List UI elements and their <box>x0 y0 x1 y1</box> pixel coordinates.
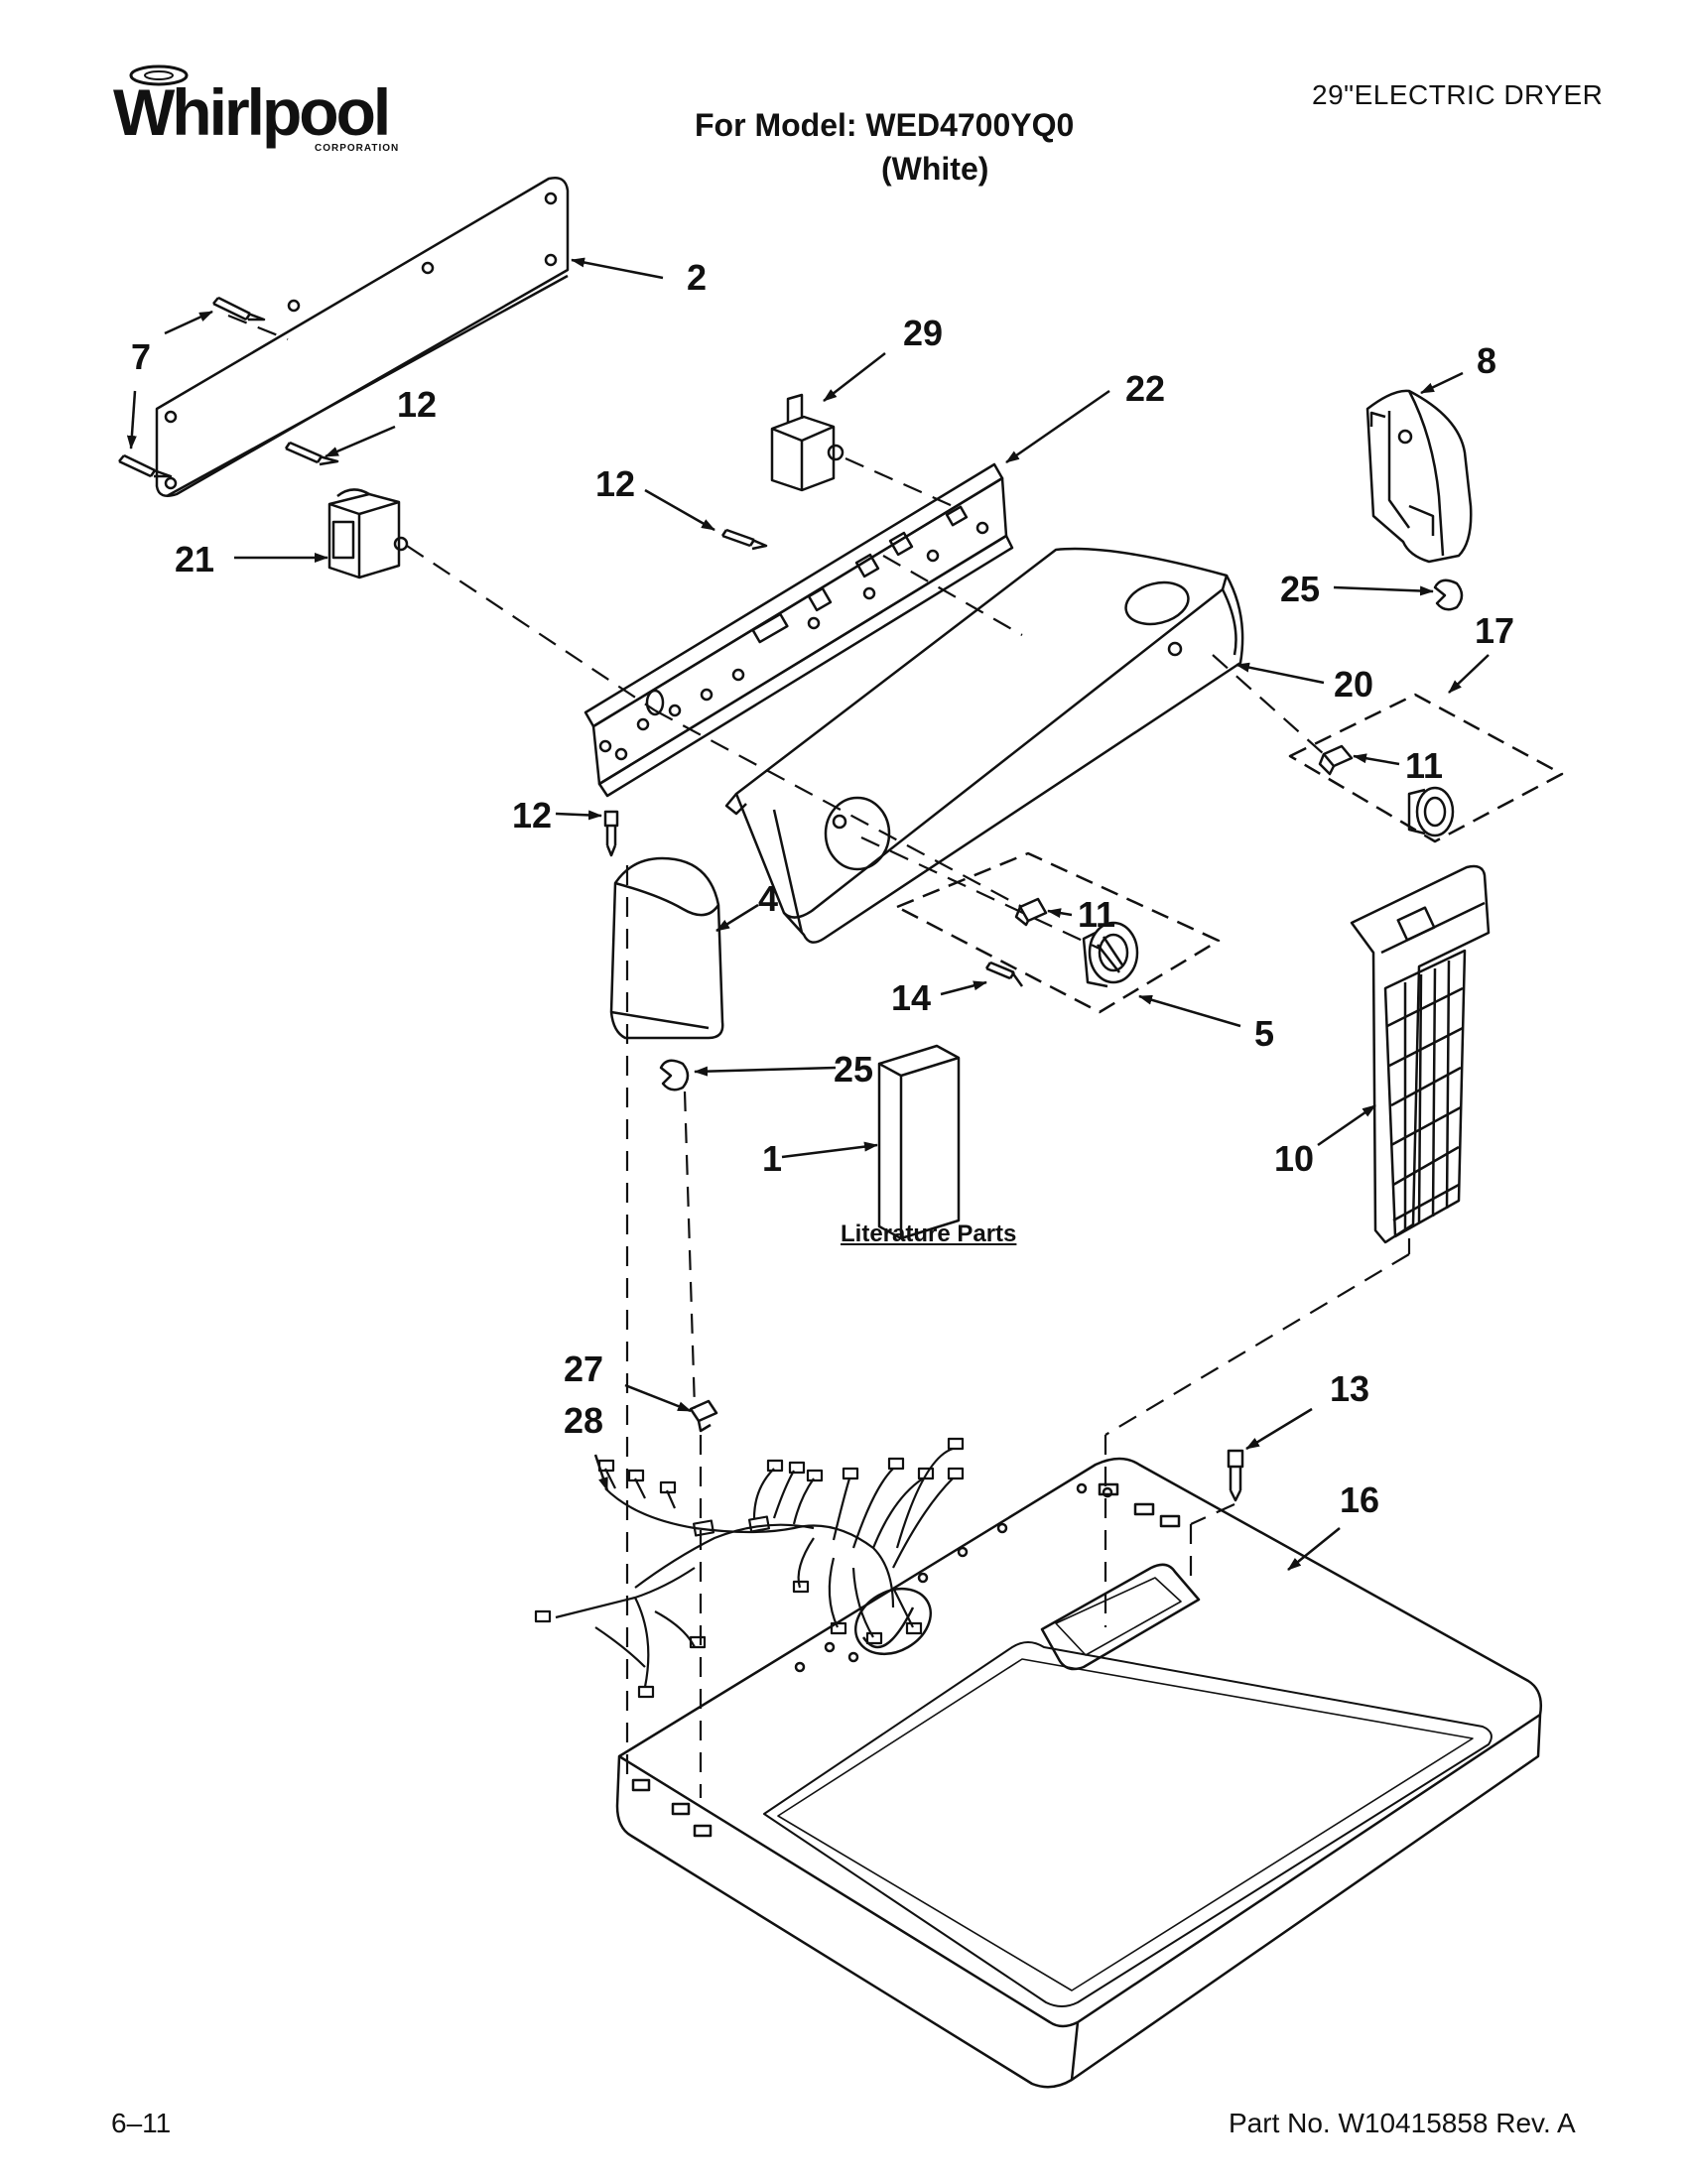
screw-12-left <box>603 810 619 857</box>
dryer-top-panel <box>615 1457 1542 2089</box>
callout-7: 7 <box>131 336 151 377</box>
callout-28: 28 <box>564 1400 603 1441</box>
screw-7-upper <box>212 296 266 321</box>
callout-8: 8 <box>1477 340 1496 381</box>
part-number: Part No. W10415858 Rev. A <box>1229 2108 1576 2138</box>
brand-name: Whirlpool <box>113 75 391 149</box>
console-bracket <box>584 462 1014 798</box>
callout-14: 14 <box>891 977 931 1018</box>
wire-harness <box>534 1437 965 1699</box>
brand-logo: Whirlpool CORPORATION <box>111 60 409 159</box>
brand-swirl-icon <box>129 64 189 86</box>
callout-11a: 11 <box>1405 745 1443 786</box>
knob-17 <box>1407 786 1455 837</box>
callout-25a: 25 <box>1280 569 1320 609</box>
callout-22: 22 <box>1125 368 1165 409</box>
console-panel <box>724 547 1244 944</box>
knob-spring-11-right <box>1318 744 1354 776</box>
callout-labels: 2 7 12 21 29 22 12 8 25 17 20 11 12 4 11… <box>131 257 1514 1520</box>
end-cap-right <box>1365 389 1473 564</box>
screw-12-middle <box>720 528 768 551</box>
callout-12b: 12 <box>595 463 635 504</box>
knob-kit-5-box <box>895 851 1221 1014</box>
screw-14 <box>984 961 1024 987</box>
end-cap-left <box>609 856 724 1040</box>
callout-12c: 12 <box>512 795 552 835</box>
screw-12-timer <box>284 441 339 466</box>
callout-11b: 11 <box>1078 894 1115 935</box>
harness-clip-27 <box>689 1399 718 1433</box>
callout-25b: 25 <box>834 1049 873 1090</box>
callout-1: 1 <box>762 1138 782 1179</box>
leader-lines <box>126 257 1490 1571</box>
callout-10: 10 <box>1274 1138 1314 1179</box>
screw-7-lower <box>118 453 173 478</box>
literature-booklet <box>877 1044 961 1240</box>
alignment-lines <box>227 314 1411 1798</box>
model-color: (White) <box>881 151 989 187</box>
callout-4: 4 <box>758 878 778 919</box>
callout-5: 5 <box>1254 1013 1274 1054</box>
knob-spring-11-left <box>1014 897 1048 927</box>
callout-27: 27 <box>564 1349 603 1389</box>
page-number: 6–11 <box>111 2108 172 2138</box>
push-switch <box>770 393 844 492</box>
callout-17: 17 <box>1475 610 1514 651</box>
callout-29: 29 <box>903 313 943 353</box>
callout-21: 21 <box>175 539 214 579</box>
screw-13 <box>1227 1449 1244 1502</box>
callout-12a: 12 <box>397 384 437 425</box>
timer <box>327 488 409 579</box>
callout-16: 16 <box>1340 1479 1379 1520</box>
knob-kit-17-box <box>1288 693 1564 843</box>
brand-subtitle: CORPORATION <box>315 143 400 154</box>
literature-caption: Literature Parts <box>841 1220 1017 1247</box>
model-title: For Model: WED4700YQ0 <box>695 107 1075 143</box>
callout-13: 13 <box>1330 1368 1369 1409</box>
clip-25-left <box>659 1059 690 1092</box>
callout-20: 20 <box>1334 664 1373 705</box>
back-plate <box>155 177 570 498</box>
clip-25-right <box>1433 578 1464 611</box>
knob-5 <box>1082 921 1139 988</box>
product-type: 29"ELECTRIC DRYER <box>1312 79 1604 110</box>
callout-2: 2 <box>687 257 707 298</box>
lint-screen <box>1350 864 1491 1244</box>
